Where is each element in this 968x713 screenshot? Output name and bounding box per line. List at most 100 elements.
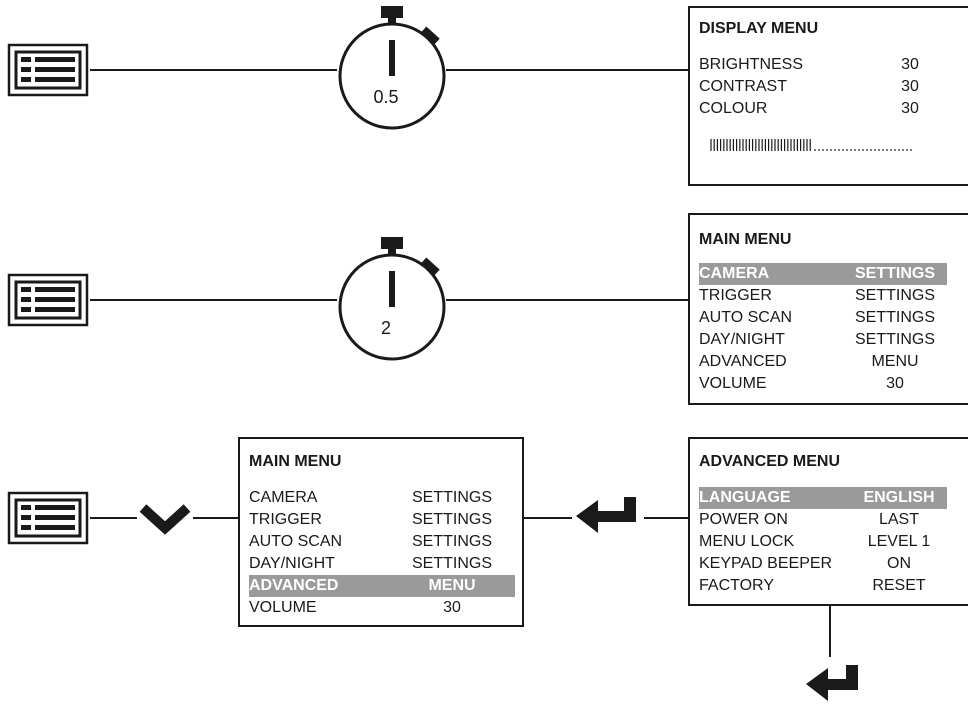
row-value: 30	[886, 375, 904, 392]
level-dot	[878, 149, 880, 151]
menu-row[interactable]: COLOUR 30	[699, 98, 925, 120]
connector-lines	[90, 69, 831, 657]
level-dot	[822, 149, 824, 151]
row-value: 30	[443, 599, 461, 616]
row-label: LANGUAGE	[699, 489, 791, 506]
menu-row[interactable]: CONTRAST 30	[699, 76, 925, 98]
row-label: BRIGHTNESS	[699, 56, 804, 73]
menu-row[interactable]: CAMERA SETTINGS	[699, 263, 947, 285]
row-value: 30	[901, 100, 919, 117]
row-label: TRIGGER	[249, 511, 322, 528]
menu-row[interactable]: FACTORY RESET	[699, 575, 947, 597]
level-dot	[882, 149, 884, 151]
row-value: SETTINGS	[411, 511, 492, 528]
row-label: VOLUME	[699, 375, 767, 392]
row-value: ON	[887, 555, 911, 572]
level-dot	[826, 149, 828, 151]
menu-row[interactable]: TRIGGER SETTINGS	[249, 509, 515, 531]
level-meter	[710, 139, 912, 151]
menu-list-icon[interactable]	[7, 273, 89, 327]
row-label: MENU LOCK	[699, 533, 795, 550]
main-menu-panel: MAIN MENU CAMERA SETTINGS TRIGGER SETTIN…	[688, 213, 968, 405]
level-dot	[850, 149, 852, 151]
menu-title: ADVANCED MENU	[699, 453, 841, 470]
row-value: SETTINGS	[411, 533, 492, 550]
row-label: COLOUR	[699, 100, 768, 117]
menu-row[interactable]: CAMERA SETTINGS	[249, 487, 515, 509]
level-dot	[862, 149, 864, 151]
row-label: ADVANCED	[699, 353, 787, 370]
row-value: LAST	[878, 511, 919, 528]
level-dot	[854, 149, 856, 151]
level-dot	[846, 149, 848, 151]
row-label: AUTO SCAN	[699, 309, 793, 326]
menu-row[interactable]: POWER ON LAST	[699, 509, 947, 531]
display-menu-panel: DISPLAY MENU BRIGHTNESS 30 CONTRAST 30 C…	[688, 6, 968, 186]
level-dot	[902, 149, 904, 151]
timer-value: 2	[380, 318, 391, 338]
stopwatch-icon	[338, 237, 446, 361]
enter-return-icon[interactable]	[806, 665, 858, 701]
level-dot	[874, 149, 876, 151]
stopwatch-icon	[338, 6, 446, 130]
row-label: ADVANCED	[249, 577, 339, 594]
row-label: KEYPAD BEEPER	[699, 555, 833, 572]
menu-list-icon[interactable]	[7, 491, 89, 545]
row-value: ENGLISH	[863, 489, 935, 506]
level-dot	[870, 149, 872, 151]
menu-row[interactable]: VOLUME 30	[249, 597, 515, 619]
row-label: CAMERA	[249, 489, 318, 506]
row-label: FACTORY	[699, 577, 774, 594]
row-value: SETTINGS	[854, 331, 935, 348]
level-dot	[814, 149, 816, 151]
row-value: SETTINGS	[854, 287, 935, 304]
menu-row[interactable]: KEYPAD BEEPER ON	[699, 553, 947, 575]
row-value: 30	[901, 56, 919, 73]
menu-title: DISPLAY MENU	[699, 20, 819, 37]
level-dot	[830, 149, 832, 151]
menu-row[interactable]: TRIGGER SETTINGS	[699, 285, 947, 307]
row-value: SETTINGS	[411, 489, 492, 506]
level-dot	[894, 149, 896, 151]
row-label: DAY/NIGHT	[699, 331, 785, 348]
row-value: LEVEL 1	[867, 533, 931, 550]
row-value: SETTINGS	[854, 309, 935, 326]
main-menu-panel: MAIN MENU CAMERA SETTINGS TRIGGER SETTIN…	[238, 437, 524, 627]
advanced-menu-panel: ADVANCED MENU LANGUAGE ENGLISH POWER ON …	[688, 437, 968, 606]
row-label: TRIGGER	[699, 287, 772, 304]
menu-row[interactable]: AUTO SCAN SETTINGS	[699, 307, 947, 329]
menu-list-icon[interactable]	[7, 43, 89, 97]
menu-row[interactable]: ADVANCED MENU	[249, 575, 515, 597]
chevron-down-icon[interactable]	[139, 504, 191, 535]
menu-row[interactable]: MENU LOCK LEVEL 1	[699, 531, 947, 553]
row-label: CONTRAST	[699, 78, 787, 95]
level-dot	[906, 149, 908, 151]
menu-row[interactable]: ADVANCED MENU	[699, 351, 947, 373]
level-dot	[890, 149, 892, 151]
row-label: DAY/NIGHT	[249, 555, 335, 572]
level-dot	[818, 149, 820, 151]
row-label: AUTO SCAN	[249, 533, 343, 550]
row-value: SETTINGS	[854, 265, 935, 282]
menu-row[interactable]: LANGUAGE ENGLISH	[699, 487, 947, 509]
row-label: POWER ON	[699, 511, 788, 528]
menu-row[interactable]: DAY/NIGHT SETTINGS	[699, 329, 947, 351]
level-dot	[886, 149, 888, 151]
level-dot	[842, 149, 844, 151]
level-dot	[910, 149, 912, 151]
row-label: VOLUME	[249, 599, 317, 616]
level-dot	[898, 149, 900, 151]
row-label: CAMERA	[699, 265, 770, 282]
menu-row[interactable]: VOLUME 30	[699, 373, 947, 395]
enter-return-icon[interactable]	[576, 497, 636, 533]
menu-row[interactable]: DAY/NIGHT SETTINGS	[249, 553, 515, 575]
timer-value: 0.5	[373, 87, 399, 107]
menu-title: MAIN MENU	[699, 231, 792, 248]
level-dot	[834, 149, 836, 151]
level-dot	[838, 149, 840, 151]
menu-row[interactable]: AUTO SCAN SETTINGS	[249, 531, 515, 553]
menu-row[interactable]: BRIGHTNESS 30	[699, 54, 925, 76]
row-value: SETTINGS	[411, 555, 492, 572]
row-value: MENU	[428, 577, 476, 594]
